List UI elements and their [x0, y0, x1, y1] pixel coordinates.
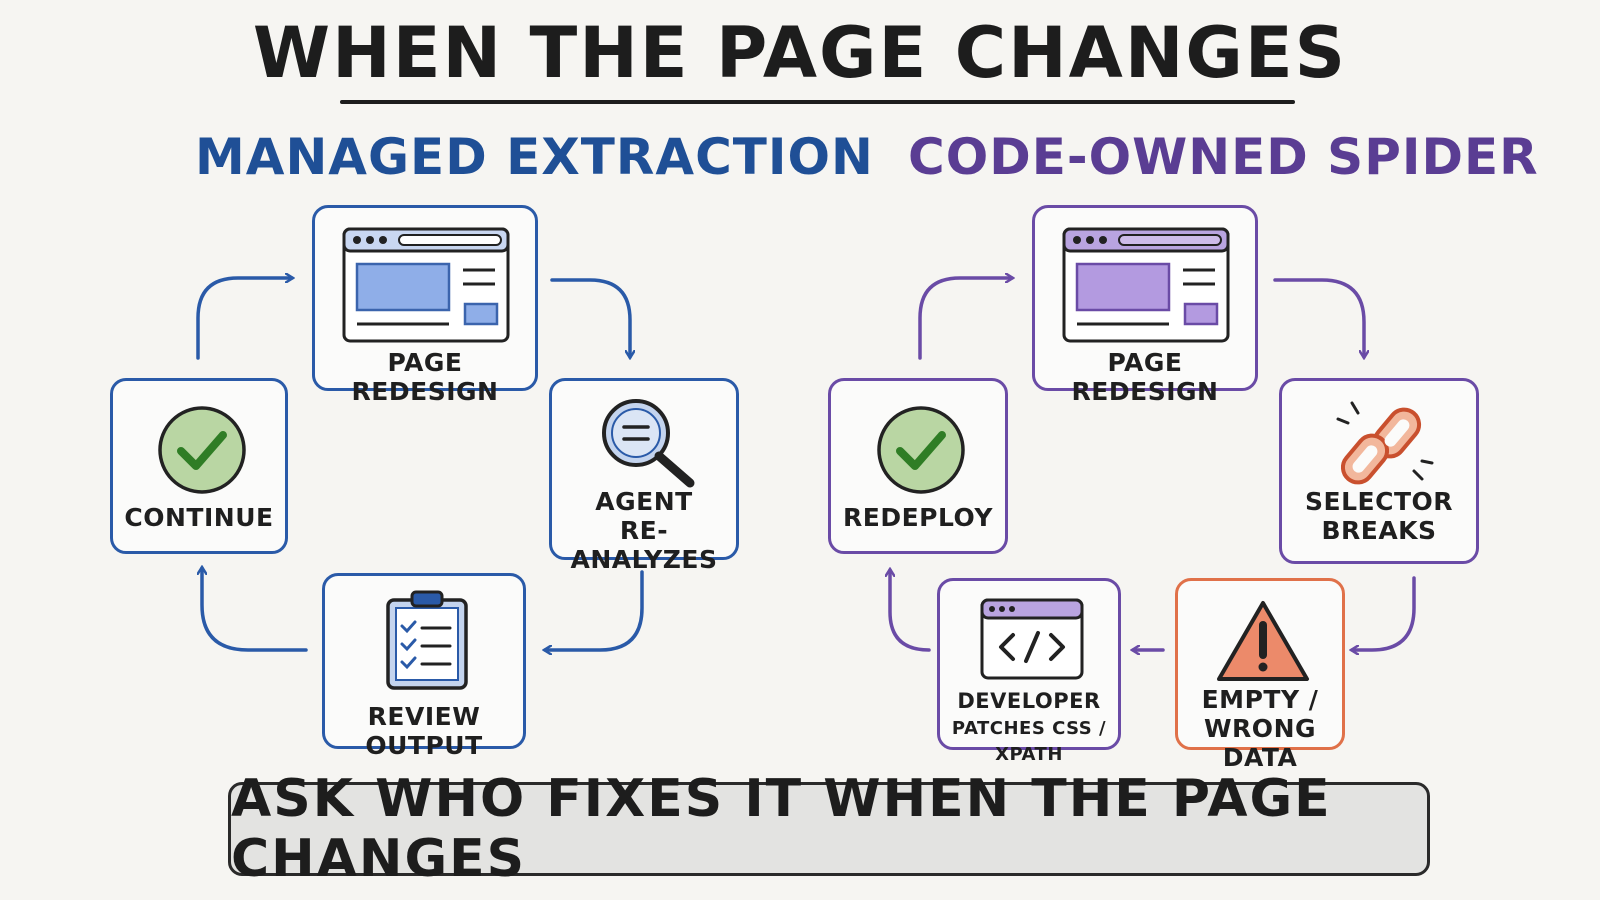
page-title: WHEN THE PAGE CHANGES — [252, 12, 1348, 94]
managed-page-redesign-node: PAGE REDESIGN — [312, 205, 538, 406]
node-label: CONTINUE — [124, 503, 274, 532]
browser-window-icon — [342, 227, 510, 343]
node-label-line1: EMPTY / — [1201, 685, 1319, 714]
arrow-redesign-to-selector — [1273, 278, 1364, 357]
spider-developer-patches-node: DEVELOPER PATCHES CSS / XPATH — [937, 578, 1121, 765]
footer-callout: ASK WHO FIXES IT WHEN THE PAGE CHANGES — [228, 769, 1430, 889]
broken-link-icon — [1336, 401, 1434, 485]
node-label-line2: RE-ANALYZES — [570, 516, 718, 574]
node-label: REVIEW OUTPUT — [365, 702, 483, 760]
managed-review-output-node: REVIEW OUTPUT — [322, 573, 526, 760]
spider-page-redesign-node: PAGE REDESIGN — [1032, 205, 1258, 406]
managed-continue-node: CONTINUE — [110, 378, 288, 554]
magnifying-glass-icon — [602, 399, 695, 488]
spider-redeploy-node: REDEPLOY — [828, 378, 1008, 554]
managed-agent-reanalyzes-node: AGENT RE-ANALYZES — [549, 378, 739, 574]
check-circle-icon — [877, 406, 965, 494]
arrow-continue-to-redesign — [196, 278, 292, 360]
node-label-line1: DEVELOPER — [957, 689, 1101, 713]
arrow-selector-to-empty — [1352, 576, 1416, 650]
node-label: PAGE REDESIGN — [351, 348, 499, 406]
node-label: REDEPLOY — [843, 503, 993, 532]
arrow-redesign-to-agent — [550, 278, 630, 357]
code-owned-spider-heading: CODE-OWNED SPIDER — [908, 128, 1539, 186]
node-label-line2: WRONG DATA — [1203, 714, 1317, 772]
code-window-icon — [980, 598, 1084, 680]
arrow-agent-to-review — [545, 570, 644, 650]
node-label-line2: BREAKS — [1321, 516, 1437, 545]
managed-extraction-heading: MANAGED EXTRACTION — [195, 128, 874, 186]
arrow-developer-to-redeploy — [890, 570, 931, 652]
node-label-line1: SELECTOR — [1305, 487, 1453, 516]
arrow-review-to-continue — [202, 568, 308, 652]
spider-selector-breaks-node: SELECTOR BREAKS — [1279, 378, 1479, 564]
node-label-line2-text: PATCHES CSS / XPATH — [951, 718, 1107, 765]
arrow-redeploy-to-redesign — [918, 278, 1012, 360]
node-label-line2: PATCHES CSS / XPATH — [940, 715, 1118, 767]
browser-window-icon — [1062, 227, 1230, 343]
title-underline — [340, 100, 1295, 104]
node-label: PAGE REDESIGN — [1071, 348, 1219, 406]
spider-empty-wrong-data-node: EMPTY / WRONG DATA — [1175, 578, 1345, 772]
node-label-line1: AGENT — [595, 487, 693, 516]
warning-triangle-icon — [1217, 601, 1309, 681]
checklist-clipboard-icon — [386, 590, 468, 690]
check-circle-icon — [158, 406, 246, 494]
